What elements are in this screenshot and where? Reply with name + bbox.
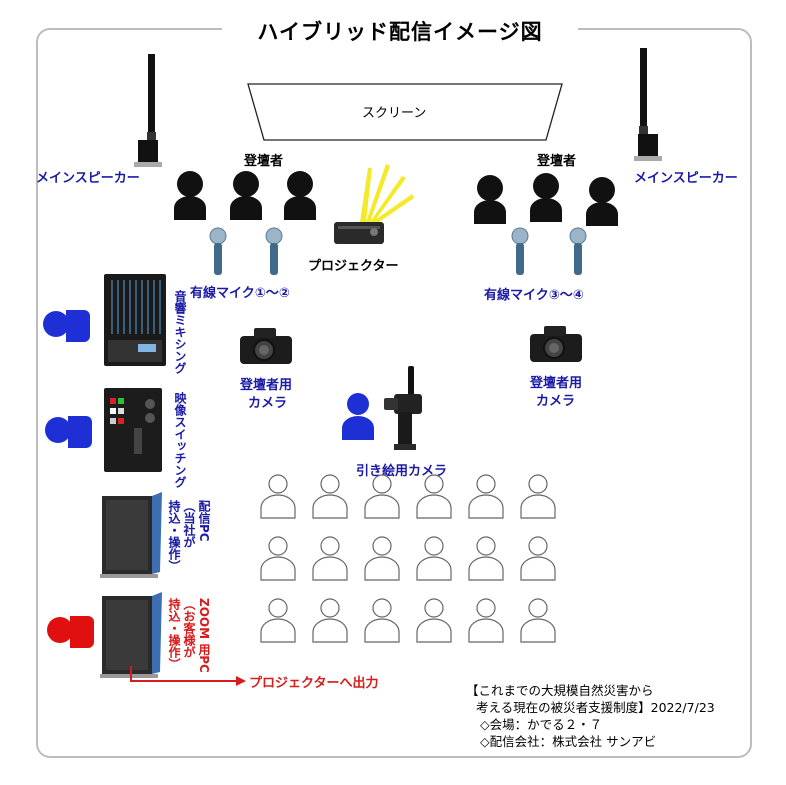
mic-right-label: 有線マイク③～④ (484, 288, 584, 303)
person-icon (174, 171, 206, 220)
event-info-line1: 【これまでの大規模自然災害から (466, 683, 654, 698)
camera-operator-icon (342, 393, 374, 440)
audience-seat-icon (364, 536, 400, 581)
screen-label: スクリーン (362, 106, 427, 121)
audience-seat-icon (364, 598, 400, 643)
event-info-line3: ◇会場：かでる２・７ (480, 717, 603, 732)
person-icon (284, 171, 316, 220)
cam-right-label-1: 登壇者用 (530, 376, 583, 391)
audience-seat-icon (416, 474, 452, 519)
video-operator-icon (45, 416, 92, 448)
audience-seat-icon (260, 536, 296, 581)
audience-seat-icon (312, 598, 348, 643)
speaker-right-label: メインスピーカー (634, 171, 738, 186)
audience-seat-icon (520, 536, 556, 581)
camera-left-icon (240, 328, 292, 364)
speaker-left-label: メインスピーカー (36, 171, 140, 186)
diagram-title: ハイブリッド配信イメージ図 (222, 14, 578, 50)
audience-seat-icon (312, 536, 348, 581)
audio-operator-icon (43, 310, 90, 342)
microphone-left-1-icon (209, 227, 227, 275)
cam-left-label-1: 登壇者用 (240, 378, 293, 393)
video-camera-icon (384, 366, 422, 450)
projector-icon (334, 164, 414, 244)
audience-seat-icon (312, 474, 348, 519)
audio-mixing-label: 音響ミキシング (173, 290, 187, 374)
audience-seat-icon (468, 598, 504, 643)
audience-seat-icon (468, 536, 504, 581)
projector-output-label: プロジェクターへ出力 (249, 676, 379, 691)
microphone-right-1-icon (511, 227, 529, 275)
event-info-line4: ◇配信会社：株式会社 サンアビ (480, 734, 657, 749)
switcher-icon (104, 388, 162, 472)
cam-right-label-2: カメラ (536, 394, 576, 409)
audience-seat-icon (520, 474, 556, 519)
cam-left-label-2: カメラ (248, 396, 288, 411)
audience-seat-icon (364, 474, 400, 519)
mixer-icon (104, 274, 166, 366)
audience-seat-icon (260, 598, 296, 643)
laptop-company-icon (100, 492, 162, 578)
microphone-right-2-icon (569, 227, 587, 275)
audience-seat-icon (260, 474, 296, 519)
screen (247, 83, 563, 141)
panel-right-label: 登壇者 (537, 154, 577, 169)
person-icon (474, 175, 506, 224)
event-info-line2: 考える現在の被災者支援制度】2022/7/23 (476, 700, 715, 715)
panelist-group-right (474, 173, 618, 226)
speaker-left-icon (134, 54, 162, 167)
person-icon (530, 173, 562, 222)
panel-left-label: 登壇者 (244, 154, 284, 169)
audience-seat-icon (520, 598, 556, 643)
speaker-right-icon (634, 48, 662, 161)
audience-area (260, 474, 556, 643)
microphone-left-2-icon (265, 227, 283, 275)
audience-seat-icon (416, 598, 452, 643)
projector-label: プロジェクター (308, 259, 399, 274)
audience-seat-icon (468, 474, 504, 519)
person-icon (230, 171, 262, 220)
pc-client-label: ZOOM 用PC （お客様が 持込・操作） (167, 598, 211, 673)
panelist-group-left (174, 171, 316, 220)
laptop-client-icon (100, 592, 162, 678)
video-switching-label: 映像スイッチング (173, 392, 187, 488)
audience-seat-icon (416, 536, 452, 581)
camera-right-icon (530, 326, 582, 362)
pc-company-label: 配信PC （当社が 持込・操作） (167, 500, 211, 572)
person-icon (586, 177, 618, 226)
projector-output-arrow (130, 666, 246, 686)
mic-left-label: 有線マイク①～② (190, 286, 290, 301)
client-operator-icon (47, 616, 94, 648)
